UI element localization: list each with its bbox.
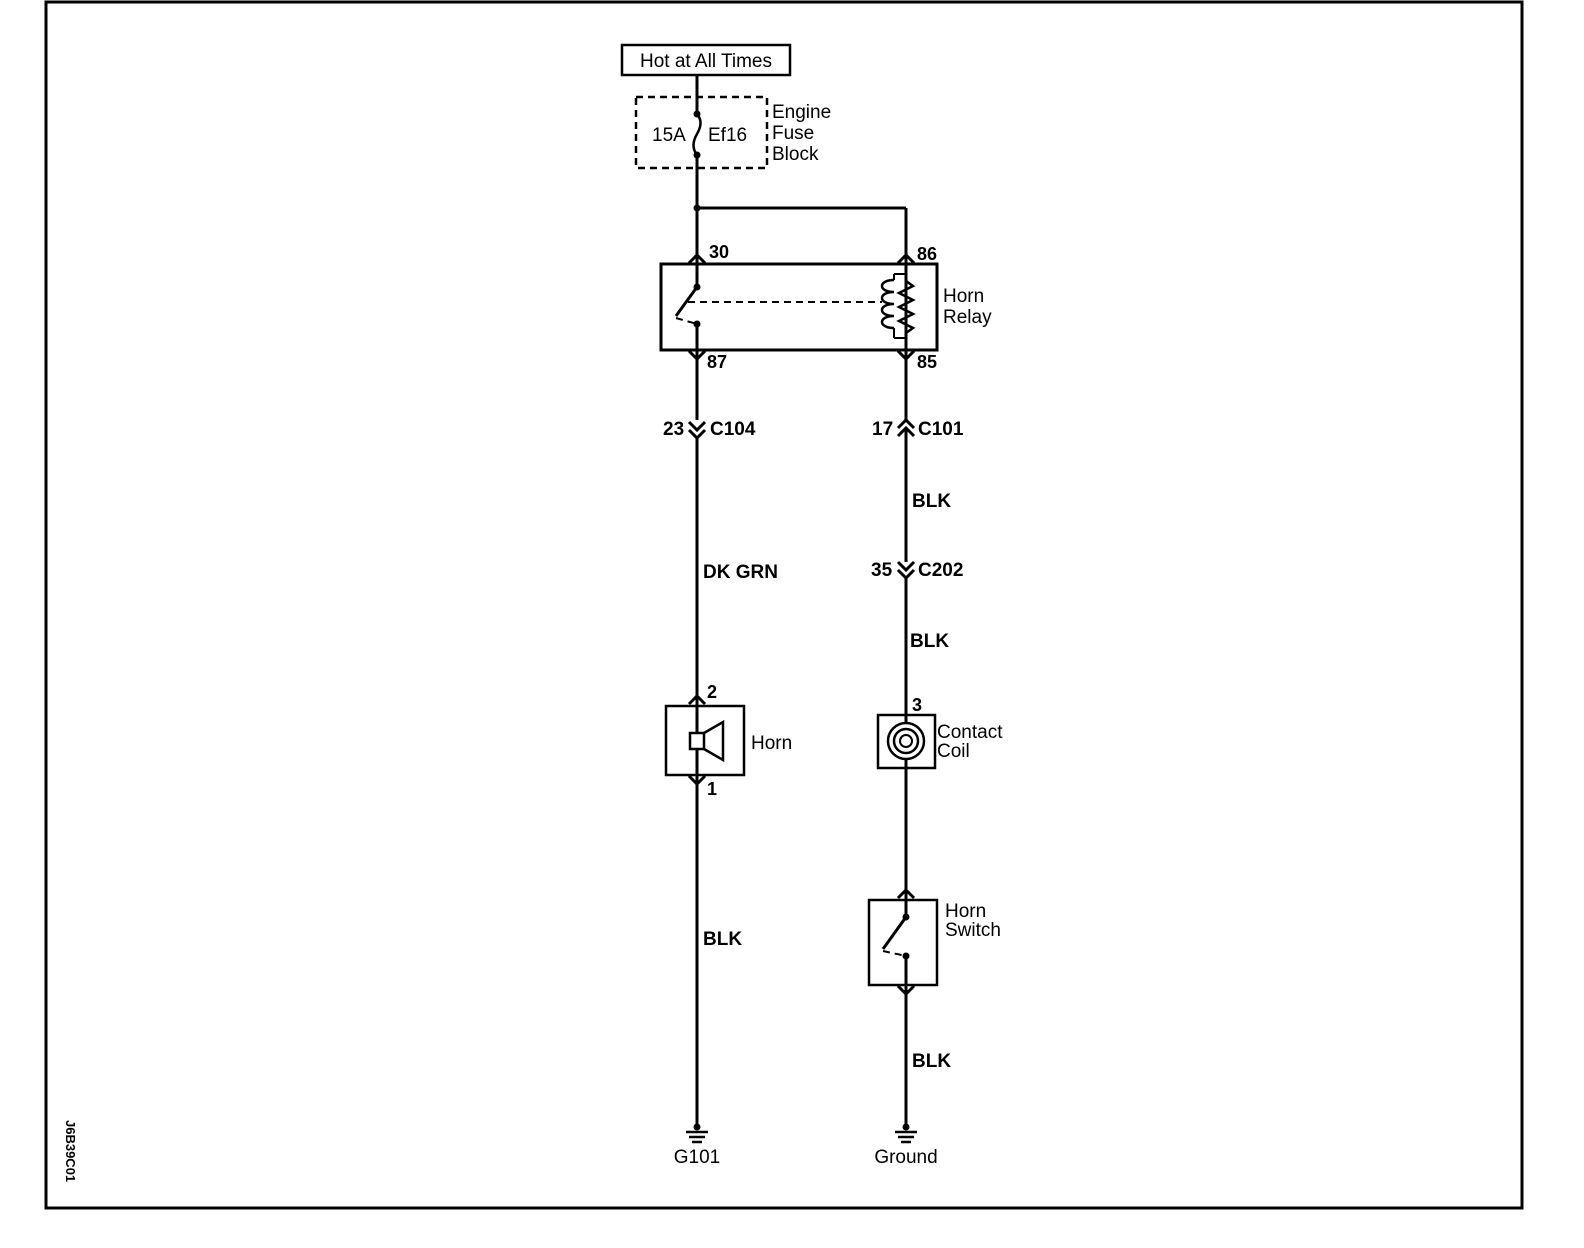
relay-pin-30: 30 xyxy=(709,242,729,262)
wire-color-dk-grn: DK GRN xyxy=(703,562,778,583)
right-circuit: 17 C101 BLK 35 C202 BLK 3 Contact Coil H xyxy=(867,359,1003,1168)
ground-icon xyxy=(895,1123,917,1144)
horn-label: Horn xyxy=(751,733,792,754)
figure-code: J6B39C01 xyxy=(63,1120,78,1182)
contact-coil-pin: 3 xyxy=(912,695,922,715)
wire-color-blk-left: BLK xyxy=(703,929,742,950)
horn-switch-label-2: Switch xyxy=(945,920,1001,941)
horn-relay: 30 86 87 85 Horn Relay xyxy=(659,242,992,372)
connector-c101-symbol xyxy=(896,417,916,430)
wire-color-blk-right-1: BLK xyxy=(912,491,951,512)
connector-c104-pin: 23 xyxy=(663,419,684,440)
fuse-icon xyxy=(692,113,702,156)
relay-label-1: Horn xyxy=(943,286,984,307)
wire-color-blk-right-3: BLK xyxy=(912,1051,951,1072)
relay-pin-85: 85 xyxy=(917,352,937,372)
connector-c101-pin: 17 xyxy=(872,419,893,440)
horn-switch-label-1: Horn xyxy=(945,901,986,922)
relay-switch-blade xyxy=(674,286,699,317)
horn-switch-component xyxy=(867,898,939,987)
power-source: Hot at All Times xyxy=(620,43,792,77)
relay-pin-86: 86 xyxy=(917,244,937,264)
horn-pin-2: 2 xyxy=(707,682,717,702)
fuse-block-label-3: Block xyxy=(772,144,819,165)
coil-feed-splice xyxy=(693,204,908,256)
connector-c104-name: C104 xyxy=(710,419,756,440)
contact-coil-label-2: Coil xyxy=(937,741,970,762)
fuse-block-label-1: Engine xyxy=(772,102,831,123)
horn-component xyxy=(664,704,746,777)
connector-c104-symbol xyxy=(687,420,707,433)
fuse-block-label-2: Fuse xyxy=(772,123,814,144)
connector-c202-pin: 35 xyxy=(871,560,893,581)
ground-g101-label: G101 xyxy=(674,1147,720,1168)
left-circuit: 23 C104 DK GRN 2 1 Horn BLK G101 xyxy=(663,359,792,1168)
power-source-label: Hot at All Times xyxy=(640,51,772,72)
connector-c202-symbol xyxy=(896,560,916,573)
relay-pin-87: 87 xyxy=(707,352,727,372)
horn-speaker-icon xyxy=(688,719,725,763)
wire-color-blk-right-2: BLK xyxy=(910,631,949,652)
contact-coil-label-1: Contact xyxy=(937,722,1003,743)
relay-coil-icon xyxy=(880,278,895,330)
contact-coil-icon xyxy=(886,721,926,761)
diagram-frame xyxy=(44,0,1524,1210)
ground-g101-icon xyxy=(686,1123,708,1144)
engine-fuse-block: 15A Ef16 Engine Fuse Block xyxy=(634,75,831,208)
horn-switch-blade xyxy=(881,916,908,950)
relay-resistor-icon xyxy=(896,279,916,335)
relay-label-2: Relay xyxy=(943,307,992,328)
connector-c202-name: C202 xyxy=(918,560,963,581)
fuse-rating: 15A xyxy=(652,125,686,146)
horn-pin-1: 1 xyxy=(707,779,717,799)
fuse-name: Ef16 xyxy=(708,125,747,146)
ground-label: Ground xyxy=(874,1147,937,1168)
connector-c101-name: C101 xyxy=(918,419,964,440)
